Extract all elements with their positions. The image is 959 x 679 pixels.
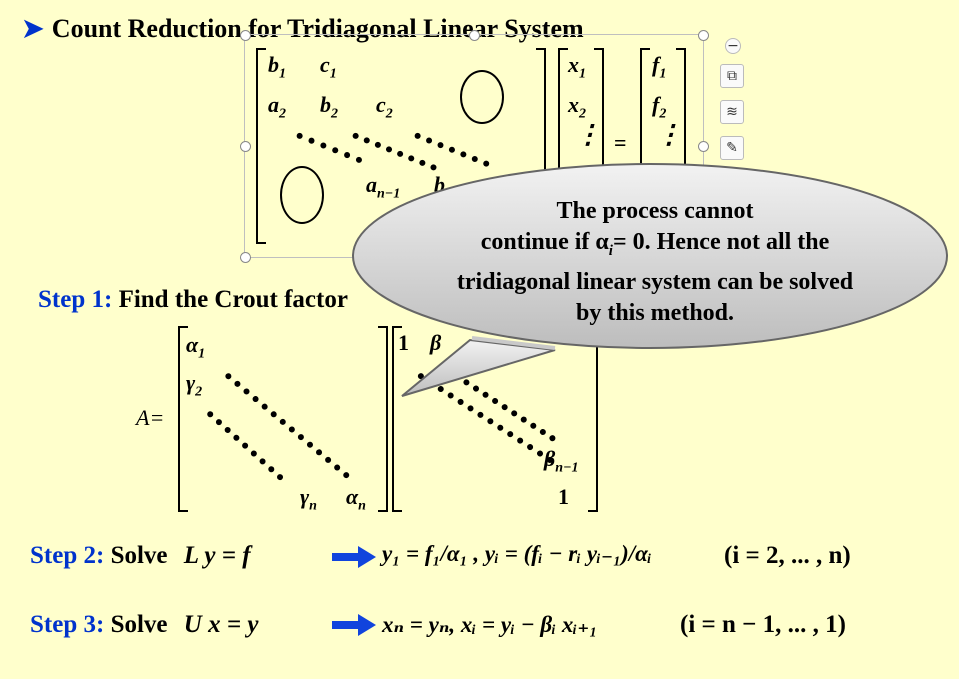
step2-line: Step 2: Solve L y = f — [30, 542, 251, 569]
diagonal-dots — [205, 410, 285, 482]
slide-title: ➤Count Reduction for Tridiagonal Linear … — [22, 14, 584, 43]
step2-equation: L y = f — [183, 542, 251, 569]
callout-text: The process cannot continue if αi= 0. He… — [456, 198, 854, 326]
L-left-bracket — [178, 326, 188, 512]
callout-bubble — [352, 163, 948, 397]
right-arrow-icon — [332, 546, 376, 568]
collapse-icon[interactable]: − — [725, 38, 741, 54]
vertical-dots: ⋮ — [656, 120, 682, 149]
U-left-bracket — [392, 326, 402, 512]
pen-icon[interactable]: ✎ — [720, 136, 744, 160]
entry-beta-n-1: βn−1 — [544, 446, 579, 476]
vector-x-right-bracket — [594, 48, 604, 172]
step3-line: Step 3: Solve U x = y — [30, 611, 259, 638]
L-right-bracket — [378, 326, 388, 512]
step3-range: (i = n − 1, ... , 1) — [680, 611, 846, 638]
entry-bn: b — [434, 172, 445, 197]
entry-gamma2: γ2 — [186, 370, 203, 400]
step3-equation: U x = y — [183, 611, 259, 638]
vector-f-right-bracket — [676, 48, 686, 172]
step2-formula: y₁ = f₁/α₁ , yᵢ = (fᵢ − rᵢ yᵢ₋₁)/αᵢ — [382, 541, 652, 566]
resize-handle-tr[interactable] — [698, 30, 709, 41]
vector-f-left-bracket — [640, 48, 650, 172]
crop-icon[interactable]: ⧉ — [720, 64, 744, 88]
step3-formula: xₙ = yₙ, xᵢ = yᵢ − βᵢ xᵢ₊₁ — [382, 612, 598, 637]
matrix-A-label: A= — [136, 405, 165, 430]
entry-alpha1: α1 — [186, 332, 206, 362]
step2-range: (i = 2, ... , n) — [724, 542, 851, 569]
entry-f1: f1 — [652, 52, 667, 82]
zero-circle-lower — [280, 166, 324, 224]
entry-c1: c1 — [320, 52, 337, 82]
entry-one-top: 1 — [398, 330, 409, 355]
entry-x1: x1 — [568, 52, 586, 82]
vector-x-left-bracket — [558, 48, 568, 172]
resize-handle-l[interactable] — [240, 141, 251, 152]
vertical-dots: ⋮ — [575, 120, 601, 149]
equals-sign: = — [614, 130, 627, 155]
zero-circle-upper — [460, 70, 504, 124]
resize-handle-bl[interactable] — [240, 252, 251, 263]
entry-alphan: αn — [346, 484, 366, 514]
layers-icon[interactable]: ≋ — [720, 100, 744, 124]
entry-c2: c2 — [376, 92, 393, 122]
resize-handle-tl[interactable] — [240, 30, 251, 41]
entry-an-1: an−1 — [366, 172, 401, 202]
entry-gamman: γn — [300, 484, 317, 514]
matrix-left-bracket — [256, 48, 266, 244]
resize-handle-r[interactable] — [698, 141, 709, 152]
entry-x2: x2 — [568, 92, 586, 122]
entry-one-bottom: 1 — [558, 484, 569, 509]
diagonal-dots — [224, 372, 351, 480]
resize-handle-t[interactable] — [469, 30, 480, 41]
entry-a2: a2 — [268, 92, 286, 122]
entry-f2: f2 — [652, 92, 667, 122]
right-arrow-icon — [332, 614, 376, 636]
entry-beta1: β — [430, 330, 442, 355]
entry-b1: b1 — [268, 52, 286, 82]
bullet-arrow-icon: ➤ — [22, 14, 44, 43]
entry-b2: b2 — [320, 92, 338, 122]
step1-line: Step 1: Find the Crout factor — [38, 286, 348, 313]
